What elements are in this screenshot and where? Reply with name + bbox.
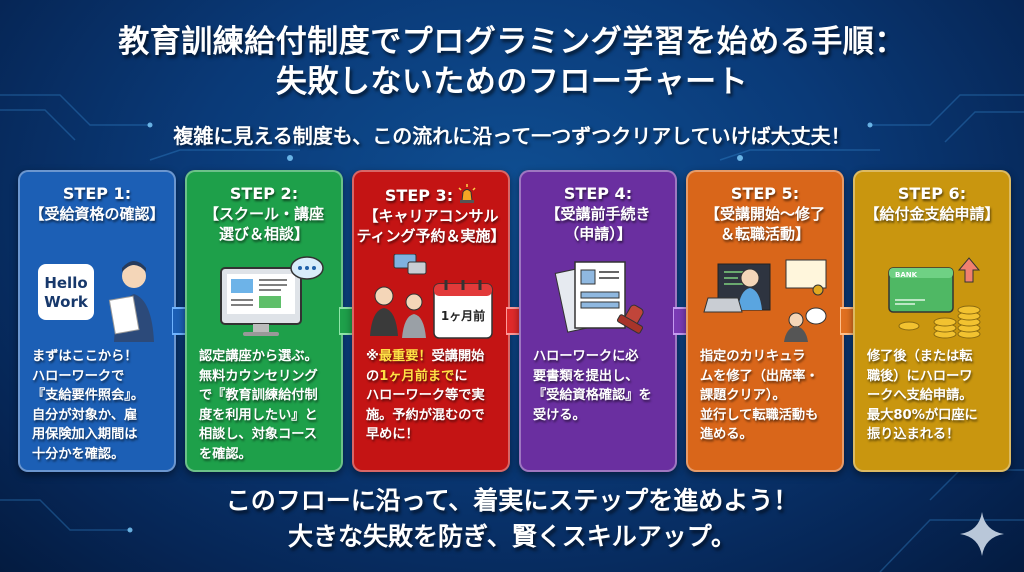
warning-siren-icon xyxy=(458,184,476,203)
computer-chat-icon xyxy=(220,256,324,336)
step-6-header: STEP 6: 【給付金支給申請】 xyxy=(855,184,1009,224)
step-2-header: STEP 2: 【スクール・講座 選び＆相談】 xyxy=(187,184,341,244)
step-card-4: STEP 4: 【受講前手続き （申請）】 ハローワークに必 要書類を提出し、 … xyxy=(519,170,677,472)
step-6-title: 【給付金支給申請】 xyxy=(864,205,1000,223)
step-1-description: まずはここから！ ハローワークで 『支給要件照会』。 自分が対象か、雇 用保険加… xyxy=(32,349,145,462)
title-line-2: 失敗しないためのフローチャート xyxy=(275,64,749,100)
step-6-label: STEP 6: xyxy=(897,184,967,203)
step-3-header: STEP 3: 【キャリアコンサル ティング予約＆実施】 xyxy=(354,184,508,246)
bank-card-coins-icon: BANK xyxy=(888,257,981,339)
step-3-description: ※最重要！受講開始 の1ヶ月前までに ハローワーク等で実 施。予約が混むので 早… xyxy=(366,347,500,445)
step-4-description: ハローワークに必 要書類を提出し、 『受給資格確認』を 受ける。 xyxy=(533,349,652,423)
step-flow: STEP 1: 【受給資格の確認】 Hello Work まずはここから！ ハロ… xyxy=(0,170,1024,472)
step-1-title: 【受給資格の確認】 xyxy=(29,205,165,223)
step-3-title: 【キャリアコンサル ティング予約＆実施】 xyxy=(356,207,506,245)
step-card-6: STEP 6: 【給付金支給申請】 BANK 修了後（または転 職後）にハローワ… xyxy=(853,170,1011,472)
bank-text: BANK xyxy=(895,271,918,279)
step-5-description: 指定のカリキュラ ムを修了（出席率・ 課題クリア）。 並行して転職活動も 進める… xyxy=(700,349,819,442)
footer-message: このフローに沿って、着実にステップを進めよう！ 大きな失敗を防ぎ、賢くスキルアッ… xyxy=(0,483,1024,555)
step-2-description: 認定講座から選ぶ。 無料カウンセリング で『教育訓練給付制 度を利用したい』と … xyxy=(199,349,318,462)
step-3-body-part2: 受講開始 の xyxy=(366,349,485,384)
calendar-text: 1ヶ月前 xyxy=(441,308,485,323)
consultation-calendar-icon: 1ヶ月前 xyxy=(370,254,493,339)
step-2-label: STEP 2: xyxy=(229,184,299,203)
footer-line-1: このフローに沿って、着実にステップを進めよう！ xyxy=(225,486,799,515)
step-4-header: STEP 4: 【受講前手続き （申請）】 xyxy=(521,184,675,244)
step-1-header: STEP 1: 【受給資格の確認】 xyxy=(20,184,174,224)
step-card-5: STEP 5: 【受講開始〜修了 ＆転職活動】 指定のカリキュラ ムを修了（出席… xyxy=(686,170,844,472)
step-6-description: 修了後（または転 職後）にハローワ ークへ支給申請。 最大80%が口座に 振り込… xyxy=(867,349,978,442)
learner-certificate-icon xyxy=(703,259,827,342)
title-line-1: 教育訓練給付制度でプログラミング学習を始める手順： xyxy=(118,24,906,60)
step-5-header: STEP 5: 【受講開始〜修了 ＆転職活動】 xyxy=(688,184,842,244)
page-title: 教育訓練給付制度でプログラミング学習を始める手順： 失敗しないためのフローチャー… xyxy=(0,22,1024,102)
step-card-3: STEP 3: 【キャリアコンサル ティング予約＆実施】 1ヶ月前 ※最重要！受… xyxy=(352,170,510,472)
step-3-label-row: STEP 3: xyxy=(354,184,508,206)
step-3-label: STEP 3: xyxy=(384,186,454,205)
deadline-highlight: 1ヶ月前まで xyxy=(379,368,455,384)
step-1-label: STEP 1: xyxy=(62,184,132,203)
sparkle-icon xyxy=(960,512,1004,556)
step-card-2: STEP 2: 【スクール・講座 選び＆相談】 認定講座から選ぶ。 無料カウンセ… xyxy=(185,170,343,472)
step-5-label: STEP 5: xyxy=(730,184,800,203)
logo-text-line1: Hello xyxy=(44,274,87,292)
step-4-label: STEP 4: xyxy=(563,184,633,203)
logo-text-line2: Work xyxy=(44,293,89,311)
step-2-title: 【スクール・講座 選び＆相談】 xyxy=(203,205,324,243)
documents-stamp-icon xyxy=(554,261,644,334)
note-mark: ※ xyxy=(366,349,379,364)
footer-line-2: 大きな失敗を防ぎ、賢くスキルアップ。 xyxy=(287,522,736,551)
step-5-title: 【受講開始〜修了 ＆転職活動】 xyxy=(704,205,825,243)
hellowork-person-icon: Hello Work xyxy=(38,261,154,342)
step-3-body-part3: に ハローワーク等で実 施。予約が混むので 早めに！ xyxy=(366,368,485,443)
page-subtitle: 複雑に見える制度も、この流れに沿って一つずつクリアしていけば大丈夫！ xyxy=(173,124,851,148)
most-important-highlight: 最重要！ xyxy=(378,349,432,364)
step-card-1: STEP 1: 【受給資格の確認】 Hello Work まずはここから！ ハロ… xyxy=(18,170,176,472)
step-4-title: 【受講前手続き （申請）】 xyxy=(545,205,651,243)
